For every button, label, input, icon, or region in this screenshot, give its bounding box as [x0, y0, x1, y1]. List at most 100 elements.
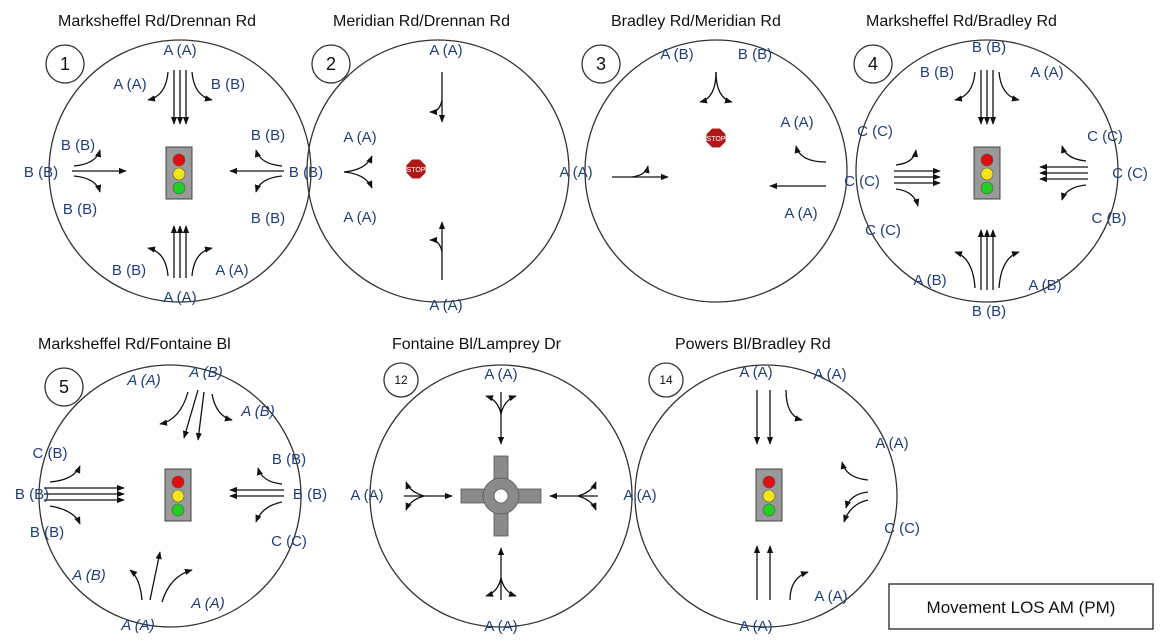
intersection-number-badge	[581, 44, 621, 84]
movement-arrows	[894, 70, 1088, 290]
intersection-title: Marksheffel Rd/Drennan Rd	[58, 13, 256, 30]
los-labels: A (A) A (A) A (A) A (A)	[350, 366, 656, 635]
intersection-ring	[634, 364, 898, 628]
los-label: C (C)	[884, 520, 920, 537]
los-label: A (A)	[484, 618, 517, 635]
los-label: B (B)	[920, 64, 954, 81]
los-label: C (B)	[33, 445, 68, 462]
intersection-number-badge	[383, 362, 419, 398]
stop-sign-icon: STOP	[705, 127, 727, 149]
los-labels: A (A) A (A) B (B) B (B) B (B) B (B) B (B…	[24, 42, 323, 306]
los-label: B (B)	[251, 210, 285, 227]
los-label: B (B)	[972, 39, 1006, 56]
intersection-number: 3	[596, 54, 606, 74]
legend-box: Movement LOS AM (PM)	[888, 583, 1154, 630]
intersection-title: Marksheffel Rd/Fontaine Bl	[38, 336, 231, 353]
los-label: B (B)	[293, 486, 327, 503]
intersection-number: 2	[326, 54, 336, 74]
traffic-signal-icon	[165, 146, 193, 200]
movement-arrows	[753, 389, 869, 601]
los-label: C (C)	[1112, 165, 1148, 182]
traffic-signal-icon	[755, 468, 783, 522]
los-label: A (A)	[875, 435, 908, 452]
intersection-number-badge	[648, 362, 684, 398]
los-labels: B (B) B (B) A (A) C (C) C (C) C (C) C (C…	[844, 39, 1148, 320]
movement-arrows	[612, 71, 827, 190]
los-label: A (A)	[739, 364, 772, 381]
los-label: A (A)	[559, 164, 592, 181]
intersection-number: 14	[659, 373, 673, 387]
los-label: B (B)	[112, 262, 146, 279]
los-label: A (A)	[623, 487, 656, 504]
los-label: B (B)	[24, 164, 58, 181]
los-label: B (B)	[272, 451, 306, 468]
movement-arrows	[343, 72, 446, 280]
los-label: C (C)	[271, 533, 307, 550]
movement-arrows	[44, 389, 284, 603]
intersection-ring	[306, 39, 570, 303]
intersection-ring	[584, 39, 848, 303]
movement-arrows	[72, 70, 284, 278]
los-label: A (A)	[1030, 64, 1063, 81]
los-labels: A (B) B (B) A (A) A (A) A (A)	[559, 46, 817, 222]
los-label: A (A)	[126, 372, 161, 389]
traffic-signal-icon	[973, 146, 1001, 200]
intersection-5: Marksheffel Rd/Fontaine Bl 5	[15, 336, 327, 634]
los-label: A (B)	[660, 46, 693, 63]
intersection-number: 12	[394, 373, 408, 387]
los-label: A (A)	[113, 76, 146, 93]
intersection-ring	[38, 364, 302, 628]
los-label: A (A)	[343, 209, 376, 226]
svg-text:STOP: STOP	[707, 136, 726, 143]
stop-sign-icon: STOP	[405, 158, 427, 180]
legend-label: Movement LOS AM (PM)	[927, 598, 1116, 617]
intersection-title: Powers Bl/Bradley Rd	[675, 336, 831, 353]
los-label: C (C)	[857, 123, 893, 140]
intersection-ring	[369, 364, 633, 628]
los-label: B (B)	[63, 201, 97, 218]
los-label: B (B)	[15, 486, 49, 503]
los-label: C (C)	[844, 173, 880, 190]
los-label: A (A)	[739, 618, 772, 635]
los-label: A (B)	[188, 364, 223, 381]
intersection-12: Fontaine Bl/Lamprey Dr 12 A (A) A	[350, 336, 656, 635]
los-label: A (A)	[120, 617, 155, 634]
los-label: A (A)	[784, 205, 817, 222]
los-label: A (A)	[215, 262, 248, 279]
intersection-number-badge	[311, 44, 351, 84]
los-labels: A (A) A (B) A (B) C (B) B (B) B (B) B (B…	[15, 364, 327, 634]
movement-arrows	[404, 392, 598, 600]
los-label: A (A)	[484, 366, 517, 383]
intersection-title: Meridian Rd/Drennan Rd	[333, 13, 510, 30]
los-label: C (C)	[865, 222, 901, 239]
intersection-3: Bradley Rd/Meridian Rd 3 STOP A (B) B (B…	[559, 13, 848, 303]
los-label: B (B)	[289, 164, 323, 181]
intersection-1: Marksheffel Rd/Drennan Rd 1	[24, 13, 323, 306]
los-label: A (B)	[1028, 277, 1061, 294]
los-label: C (C)	[1087, 128, 1123, 145]
los-label: A (A)	[813, 366, 846, 383]
los-label: A (A)	[343, 129, 376, 146]
los-label: A (A)	[429, 297, 462, 314]
traffic-signal-icon	[164, 468, 192, 522]
los-label: A (A)	[780, 114, 813, 131]
los-label: A (A)	[814, 588, 847, 605]
los-label: B (B)	[738, 46, 772, 63]
los-label: A (B)	[913, 272, 946, 289]
los-label: A (A)	[163, 42, 196, 59]
intersection-number: 1	[60, 54, 70, 74]
intersection-number-badge	[44, 367, 84, 407]
los-labels: A (A) A (A) A (A) C (C) A (A) A (A)	[739, 364, 920, 635]
intersection-title: Fontaine Bl/Lamprey Dr	[392, 336, 562, 353]
intersection-4: Marksheffel Rd/Bradley Rd 4	[844, 13, 1148, 320]
intersection-number-badge	[45, 44, 85, 84]
los-label: B (B)	[211, 76, 245, 93]
svg-text:STOP: STOP	[407, 167, 426, 174]
los-label: A (B)	[71, 567, 106, 584]
roundabout-icon	[460, 455, 542, 537]
los-label: A (A)	[429, 42, 462, 59]
los-label: A (A)	[350, 487, 383, 504]
los-label: B (B)	[251, 127, 285, 144]
intersection-title: Marksheffel Rd/Bradley Rd	[866, 13, 1057, 30]
los-label: B (B)	[61, 137, 95, 154]
